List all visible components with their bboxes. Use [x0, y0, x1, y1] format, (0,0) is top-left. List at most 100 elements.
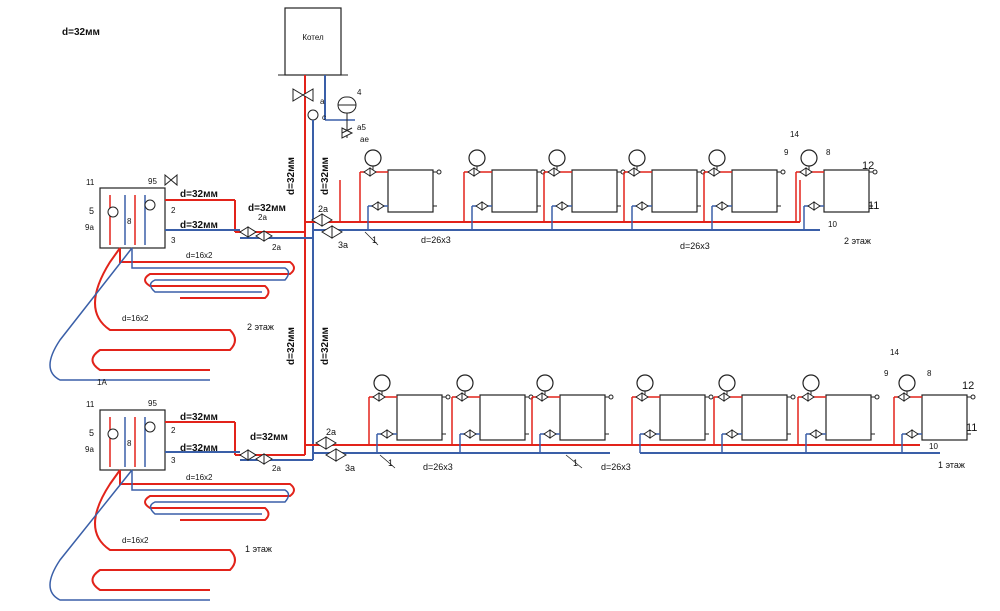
floor2-rad-label-8: 8: [826, 148, 831, 157]
floor1-mains: [305, 444, 940, 454]
floor1-floor-label: 1 этаж: [938, 460, 965, 470]
valve-label-ae: ае: [360, 135, 369, 144]
drain-valve-icon: [341, 127, 354, 139]
valve-icon: [897, 392, 911, 402]
floor2-collector: [99, 187, 166, 249]
radiator: [359, 149, 442, 230]
expansion-tank-icon: [337, 96, 357, 114]
valve-3a-floor2-label: 3а: [338, 240, 348, 250]
floor2-rad-label-10: 10: [828, 220, 837, 229]
floor2-line-number: 1: [372, 235, 377, 245]
valve-icon: [635, 201, 649, 211]
floor1-collector: [99, 409, 166, 471]
valve-icon: [543, 429, 557, 439]
floor2-rad-label-14: 14: [790, 130, 799, 139]
valve-icon: [535, 392, 549, 402]
thermostat-head-icon: [548, 149, 566, 167]
floor2-main-pipe-label-1: d=26x3: [421, 235, 451, 245]
valve-icon: [635, 392, 649, 402]
valve-3a-floor1: 3а: [325, 448, 355, 473]
radiator: [368, 374, 451, 453]
floor2-fh-pipe2: d=16x2: [122, 314, 149, 323]
air-valve-icon: [164, 173, 178, 187]
valve-icon: [547, 167, 561, 177]
valve-icon: [372, 392, 386, 402]
floor1-fh-pipe1: d=16x2: [186, 473, 213, 482]
boiler-label: Котел: [302, 33, 324, 42]
valve-icon: [475, 201, 489, 211]
valve-2a-floor2-riser: 2а: [311, 204, 333, 227]
floor2-fh-tag: 1А: [97, 378, 107, 387]
valve-icon: [239, 449, 257, 461]
floor2-collector-5: 5: [89, 206, 94, 216]
floor2-return-label: d=32мм: [180, 220, 218, 231]
valve-icon: [371, 201, 385, 211]
floor1-rad-label-9: 9: [884, 369, 889, 378]
valve-label-a5: а5: [357, 123, 366, 132]
floor1-main-pipe-label-1: d=26x3: [423, 462, 453, 472]
floor1-rad-label-12: 12: [962, 380, 974, 392]
floor2-supply-label: d=32мм: [180, 189, 218, 200]
valve-icon: [627, 167, 641, 177]
riser-upper-left-label: d=32мм: [286, 157, 297, 195]
valve-icon: [799, 167, 813, 177]
radiator: [713, 374, 796, 453]
radiator: [797, 374, 880, 453]
floor1-floor-heating: [49, 469, 295, 601]
header-diameter-label: d=32мм: [62, 27, 100, 38]
floor1-supply-label: d=32мм: [180, 412, 218, 423]
floor2-rad-label-11: 11: [868, 200, 879, 212]
floor1-valve-2a-small: 2а: [272, 464, 281, 473]
valve-icon: [725, 429, 739, 439]
floor1-line-number-1: 1: [388, 458, 393, 468]
floor1-fh-pipe2: d=16x2: [122, 536, 149, 545]
floor2-collector-95: 95: [148, 177, 157, 186]
valve-icon: [380, 429, 394, 439]
valve-icon: [707, 167, 721, 177]
valve-icon: [463, 429, 477, 439]
radiator: [623, 149, 706, 230]
floor2-rad-label-12: 12: [862, 160, 874, 172]
valve-icon: [455, 392, 469, 402]
floor2-fh-pipe1: d=16x2: [186, 251, 213, 260]
riser-lower-right-label: d=32мм: [320, 327, 331, 365]
thermostat-head-icon: [708, 149, 726, 167]
floor2-fh-loop-label: 2 этаж: [247, 322, 274, 332]
valve-icon: [807, 201, 821, 211]
radiator: [795, 149, 878, 230]
riser-lower-left-label: d=32мм: [286, 327, 297, 365]
valve-icon: [292, 88, 314, 102]
valve-icon: [467, 167, 481, 177]
thermostat-head-icon: [628, 149, 646, 167]
floor1-collector-2: 2: [171, 426, 176, 435]
valve-icon: [255, 230, 273, 242]
thermostat-head-icon: [718, 374, 736, 392]
valve-2a-floor2-label: 2а: [318, 204, 328, 214]
valve-2a-floor1-riser: 2а: [315, 427, 337, 450]
thermostat-head-icon: [536, 374, 554, 392]
radiator: [631, 374, 714, 453]
riser-upper-right-label: d=32мм: [320, 157, 331, 195]
thermostat-head-icon: [802, 374, 820, 392]
boiler: Котел: [278, 7, 348, 76]
valve-icon: [801, 392, 815, 402]
radiator: [703, 149, 786, 230]
floor1-collector-3: 3: [171, 456, 176, 465]
floor2-floor-heating: [49, 247, 295, 381]
pump-label-a: а: [320, 97, 325, 106]
floor2-floor-label: 2 этаж: [844, 236, 871, 246]
floor1-rad-label-8: 8: [927, 369, 932, 378]
floor1-main-pipe-label-2: d=26x3: [601, 462, 631, 472]
valve-icon: [239, 226, 257, 238]
valve-icon: [643, 429, 657, 439]
thermostat-head-icon: [800, 149, 818, 167]
floor1-collector-5: 5: [89, 428, 94, 438]
thermostat-head-icon: [373, 374, 391, 392]
floor2-collector-2: 2: [171, 206, 176, 215]
floor1-collector-11: 11: [86, 400, 95, 409]
pump-label-c: с: [322, 113, 326, 122]
thermostat-head-icon: [636, 374, 654, 392]
thermostat-head-icon: [898, 374, 916, 392]
floor1-return-label: d=32мм: [180, 443, 218, 454]
